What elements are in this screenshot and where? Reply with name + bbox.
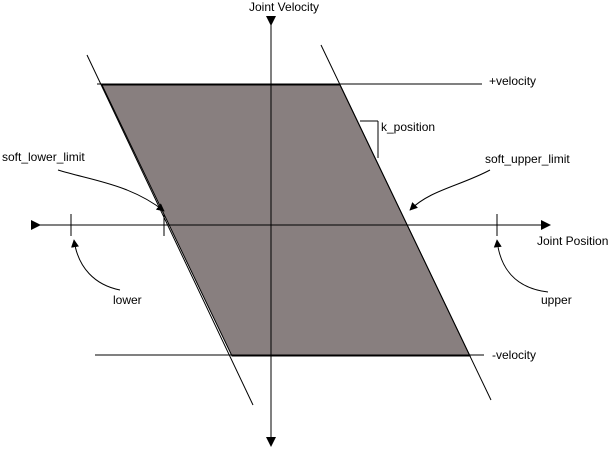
y-axis-label: Joint Velocity (249, 0, 319, 14)
soft-upper-leader (409, 169, 491, 211)
soft-upper-limit-label: soft_upper_limit (485, 152, 570, 166)
lower-label: lower (113, 293, 142, 307)
x-axis-label: Joint Position (537, 234, 608, 248)
soft-lower-limit-label: soft_lower_limit (2, 150, 85, 164)
upper-leader (493, 239, 549, 293)
lower-leader (71, 239, 121, 291)
pos-velocity-label: +velocity (489, 74, 536, 88)
soft-lower-leader (57, 169, 165, 212)
upper-label: upper (541, 293, 572, 307)
neg-velocity-label: -velocity (492, 348, 536, 362)
lower-slope-line (86, 54, 254, 406)
k-position-label: k_position (381, 120, 435, 134)
